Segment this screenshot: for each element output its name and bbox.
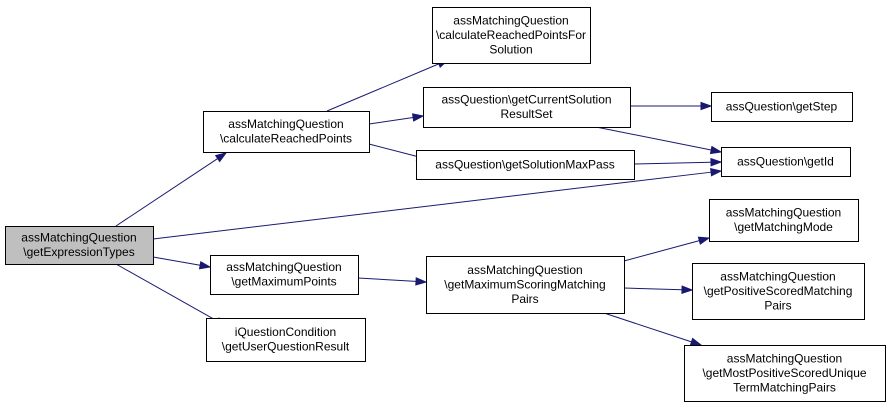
node-label-line: \getMostPositiveScoredUnique [702, 366, 866, 380]
node-getStep[interactable]: assQuestion\getStep [711, 92, 853, 122]
arrowhead-icon [415, 277, 428, 286]
edge-line [357, 277, 417, 282]
node-label-line: TermMatchingPairs [733, 380, 836, 394]
node-getMaximumPoints[interactable]: assMatchingQuestion\getMaximumPoints [210, 255, 359, 295]
arrowhead-icon [681, 285, 694, 295]
node-label-line: assMatchingQuestion [727, 351, 842, 365]
edge-getCurrentSolution-to-getId [595, 126, 723, 155]
node-label-line: \getMaximumPoints [231, 275, 336, 289]
arrowhead-icon [214, 152, 228, 163]
node-label-line: assMatchingQuestion [228, 117, 343, 131]
edge-getMaximumPoints-to-getMaxScoringPairs [357, 277, 428, 286]
node-box [5, 226, 154, 265]
edge-line [595, 126, 712, 151]
node-label-line: assQuestion\getId [737, 154, 834, 168]
node-label-line: assMatchingQuestion [467, 263, 582, 277]
arrowhead-icon [710, 157, 723, 167]
edge-calcReachedPoints-to-getCurrentSolution [368, 113, 425, 125]
node-box [721, 147, 851, 177]
arrowhead-icon [697, 236, 711, 245]
node-box [426, 256, 625, 314]
edge-getMaxScoringPairs-to-getMatchingMode [623, 236, 711, 262]
edge-root-to-getUserQuestionResult [115, 263, 228, 327]
edge-line [368, 143, 418, 157]
node-box [684, 345, 886, 402]
node-label-line: assMatchingQuestion [453, 13, 568, 27]
node-label-line: assQuestion\getCurrentSolution [441, 93, 611, 107]
edge-line [368, 116, 414, 125]
node-box [210, 255, 359, 295]
edge-line [326, 63, 439, 112]
node-label-line: \getPositiveScoredMatching [704, 284, 853, 298]
edge-getMaxScoringPairs-to-getMostPositiveUnique [603, 312, 703, 346]
edge-line [152, 256, 201, 266]
edge-line [633, 161, 712, 165]
node-box [692, 263, 865, 320]
node-getMaxScoringPairs[interactable]: assMatchingQuestion\getMaximumScoringMat… [426, 256, 625, 314]
node-box [432, 7, 591, 64]
node-label-line: assQuestion\getSolutionMaxPass [435, 157, 614, 171]
node-box [709, 199, 859, 242]
arrowhead-icon [411, 113, 425, 122]
node-label-line: \calculateReachedPointsFor [436, 28, 586, 42]
node-label-line: \calculateReachedPoints [220, 132, 352, 146]
edge-root-to-calcReachedPoints [115, 152, 228, 227]
node-label-line: \getUserQuestionResult [222, 340, 350, 354]
edge-root-to-getId [152, 167, 723, 240]
node-label-line: \getMatchingMode [734, 220, 833, 234]
node-getSolutionMaxPass[interactable]: assQuestion\getSolutionMaxPass [416, 150, 635, 180]
node-label-line: assMatchingQuestion [720, 269, 835, 283]
node-label-line: assMatchingQuestion [726, 206, 841, 220]
node-root[interactable]: assMatchingQuestion\getExpressionTypes [5, 226, 154, 265]
node-calcReachedPoints[interactable]: assMatchingQuestion\calculateReachedPoin… [203, 111, 370, 153]
arrowhead-icon [689, 337, 703, 346]
edge-root-to-getMaximumPoints [152, 256, 212, 270]
arrowhead-icon [709, 145, 723, 155]
node-getMatchingMode[interactable]: assMatchingQuestion\getMatchingMode [709, 199, 859, 242]
node-layer: assMatchingQuestion\getExpressionTypesas… [5, 7, 886, 402]
node-box [203, 111, 370, 153]
node-label-line: \getMaximumScoringMatching [444, 277, 605, 291]
edge-line [623, 287, 683, 291]
node-getPositiveScoredPairs[interactable]: assMatchingQuestion\getPositiveScoredMat… [692, 263, 865, 320]
node-label-line: iQuestionCondition [235, 325, 336, 339]
node-getId[interactable]: assQuestion\getId [721, 147, 851, 177]
node-getMostPositiveUnique[interactable]: assMatchingQuestion\getMostPositiveScore… [684, 345, 886, 402]
node-box [711, 92, 853, 122]
node-box [416, 150, 635, 180]
node-label-line: Pairs [511, 292, 538, 306]
edge-getSolutionMaxPass-to-getId [633, 157, 723, 167]
node-label-line: assMatchingQuestion [226, 260, 341, 274]
node-label-line: \getExpressionTypes [23, 245, 134, 259]
edge-line [623, 240, 700, 262]
node-box [206, 318, 366, 362]
arrowhead-icon [700, 101, 713, 111]
node-label-line: Solution [489, 42, 532, 56]
edge-line [152, 171, 712, 240]
node-getUserQuestionResult[interactable]: iQuestionCondition\getUserQuestionResult [206, 318, 366, 362]
node-calcForSolution[interactable]: assMatchingQuestion\calculateReachedPoin… [432, 7, 591, 64]
edge-getMaxScoringPairs-to-getPositiveScoredPairs [623, 285, 694, 295]
edge-line [115, 158, 218, 227]
node-label-line: ResultSet [500, 107, 553, 121]
node-box [423, 87, 631, 128]
edge-getCurrentSolution-to-getStep [630, 101, 713, 111]
arrowhead-icon [710, 167, 723, 177]
node-label-line: Pairs [764, 298, 791, 312]
node-label-line: assQuestion\getStep [726, 99, 838, 113]
node-label-line: assMatchingQuestion [21, 231, 136, 245]
edge-line [603, 312, 692, 343]
edge-line [115, 263, 218, 322]
arrowhead-icon [198, 260, 212, 270]
